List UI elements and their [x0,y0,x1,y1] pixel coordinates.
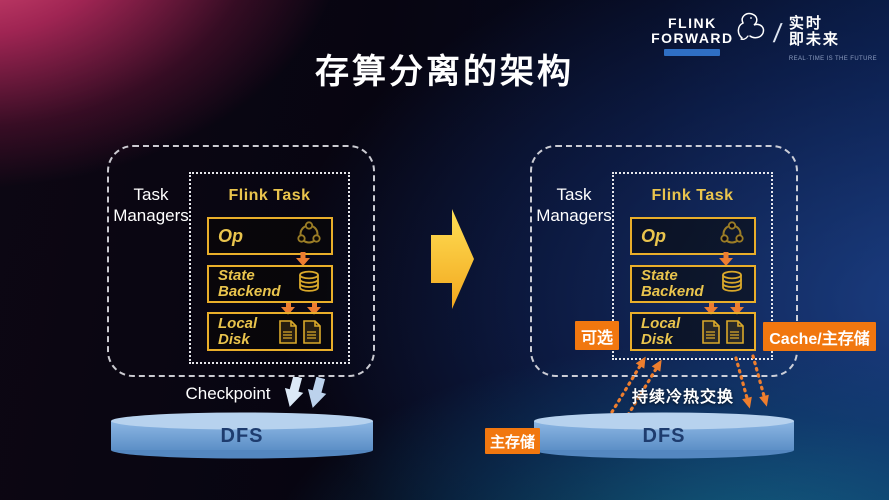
logo-asia-badge [664,49,721,56]
flink-forward-logo: FLINK FORWARD / 实时 即未来 REAL·TIME IS THE … [651,12,877,67]
right-task-managers-frame [530,145,798,377]
slogan-line1: 实时 [788,15,823,32]
slogan-line2: 即未来 [788,31,840,48]
state-to-disk-arrows [704,302,750,320]
left-op-box: Op [207,217,333,255]
local-disk-label: Local Disk [641,314,681,348]
page-title: 存算分离的架构 [315,53,574,91]
right-task-managers-label: Task Managers [536,185,612,225]
logo-slogan: 实时 即未来 REAL·TIME IS THE FUTURE [789,16,877,67]
op-to-state-arrow [719,252,733,271]
file-icons [701,319,745,344]
op-label: Op [218,226,243,246]
slogan-caption: REAL·TIME IS THE FUTURE [788,56,877,62]
right-flink-task-title: Flink Task [651,187,734,204]
state-backend-label: State Backend [218,267,281,300]
left-state-backend-box: State Backend [207,265,333,303]
state-backend-label: State Backend [641,267,704,300]
checkpoint-label: Checkpoint [185,384,271,403]
database-icon [719,270,745,299]
left-dfs-cylinder [110,412,374,465]
file-icon [702,319,720,344]
left-local-disk-box: Local Disk [207,312,333,351]
op-to-state-arrow [296,252,310,271]
right-local-disk-box: Local Disk [630,312,756,351]
right-dfs-cylinder [533,412,795,465]
operator-cycle-icon [719,220,745,252]
logo-wordmark: FLINK FORWARD [651,12,764,56]
file-icon [279,319,297,344]
local-disk-label: Local Disk [218,314,258,348]
transition-arrow-icon [431,209,475,314]
operator-cycle-icon [296,220,322,252]
left-task-managers-frame [107,145,375,377]
squirrel-icon [734,10,768,45]
file-icon [726,319,744,344]
op-label: Op [641,226,666,246]
file-icons [278,319,322,344]
left-flink-task-frame [189,172,350,364]
left-task-managers-label: Task Managers [113,185,189,225]
right-op-box: Op [630,217,756,255]
checkpoint-arrows-icon [284,375,340,418]
logo-line2: FORWARD [651,30,734,46]
file-icon [303,319,321,344]
hot-cold-exchange-arrows [588,350,788,427]
right-dfs-label: DFS [642,425,686,447]
right-state-backend-box: State Backend [630,265,756,303]
left-flink-task-title: Flink Task [228,187,311,204]
exchange-label: 持续冷热交换 [632,389,735,406]
cache-primary-storage-badge: Cache/主存储 [763,322,876,351]
primary-storage-badge: 主存储 [485,428,540,454]
state-to-disk-arrows [281,302,327,320]
optional-badge: 可选 [575,321,619,350]
left-dfs-label: DFS [220,425,264,447]
logo-line1: FLINK [668,15,717,31]
database-icon [296,270,322,299]
logo-divider: / [771,18,784,48]
right-flink-task-frame [612,172,773,360]
